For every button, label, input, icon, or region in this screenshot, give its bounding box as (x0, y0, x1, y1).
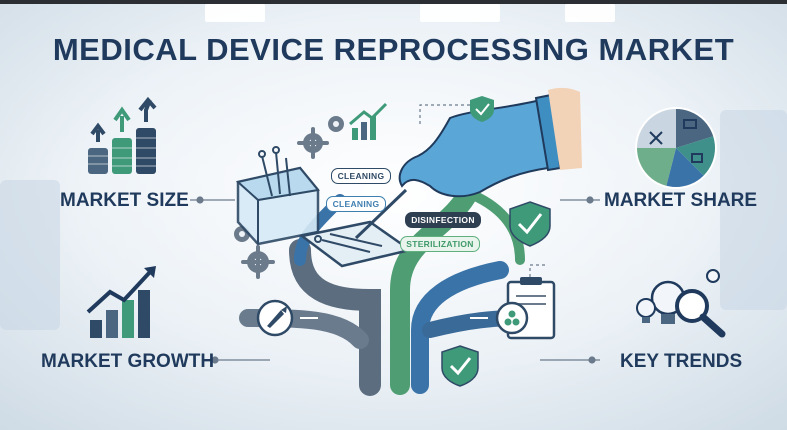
shield-check-icon (470, 96, 494, 122)
coin-stack-growth-icon (88, 96, 157, 174)
connector-lines (190, 104, 600, 364)
step-disinfection-badge: DISINFECTION (405, 212, 481, 228)
background-cabinet (720, 110, 787, 310)
ceiling-light (205, 4, 265, 22)
page-title: MEDICAL DEVICE REPROCESSING MARKET (52, 32, 735, 67)
market-growth-label: MARKET GROWTH (41, 351, 215, 372)
bar-chart-growth-icon (86, 266, 156, 338)
shield-check-icon (509, 201, 551, 247)
small-growth-chart-icon (349, 102, 388, 140)
step-cleaning-badge: CLEANING (326, 196, 386, 212)
gear-teeth (241, 127, 329, 279)
market-size-label: MARKET SIZE (60, 190, 189, 211)
background-cabinet (0, 180, 60, 330)
step-sterilization-badge: STERILIZATION (400, 236, 480, 252)
key-trends-label: KEY TRENDS (620, 351, 743, 372)
market-share-label: MARKET SHARE (604, 190, 758, 211)
glove-hand-icon (354, 87, 582, 240)
ceiling-light (420, 4, 500, 22)
rocket-icon (256, 299, 318, 337)
lightbulb-magnifier-icon (636, 269, 726, 338)
step-cleaning-badge: CLEANING (331, 168, 391, 184)
pie-chart-icon (635, 107, 717, 189)
ceiling-light (565, 4, 615, 22)
clipboard-icon (470, 277, 556, 340)
instrument-container-icon (235, 146, 320, 246)
window-top-bar (0, 0, 787, 4)
shield-check-icon (441, 345, 479, 387)
